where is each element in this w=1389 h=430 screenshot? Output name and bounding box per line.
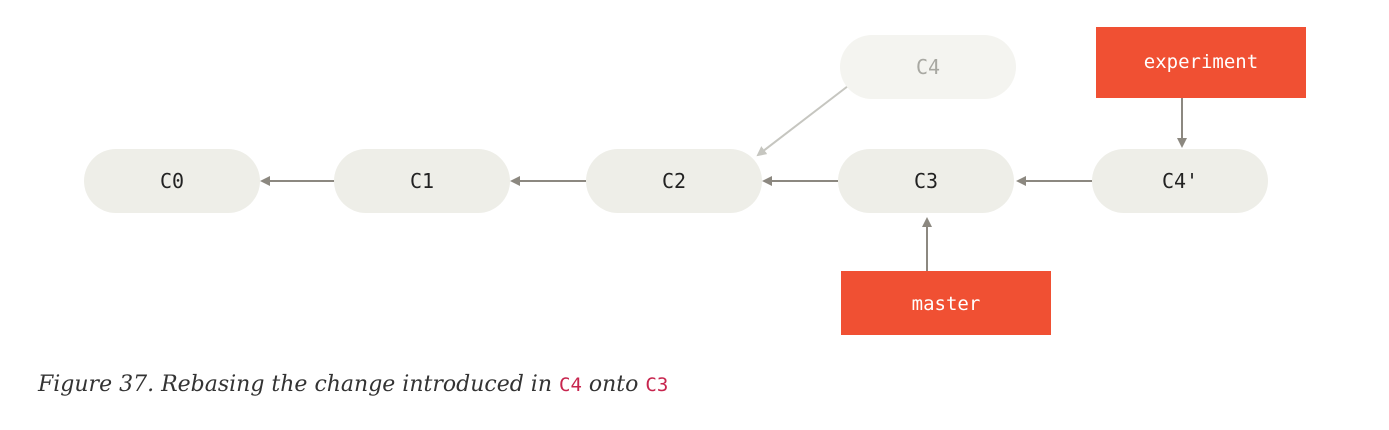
- branch-master: master: [841, 271, 1051, 335]
- commit-label: C1: [410, 169, 434, 193]
- commit-c2: C2: [586, 149, 762, 213]
- commit-node-shape: [1092, 149, 1268, 213]
- commit-node-shape: [84, 149, 260, 213]
- branch-experiment: experiment: [1096, 27, 1306, 98]
- branch-label: master: [912, 293, 981, 315]
- commit-c4prime: C4': [1092, 149, 1268, 213]
- commit-c1: C1: [334, 149, 510, 213]
- commit-node-shape: [334, 149, 510, 213]
- commit-label: C2: [662, 169, 686, 193]
- figure-caption: Figure 37. Rebasing the change introduce…: [38, 372, 668, 397]
- caption-prefix: Figure 37. Rebasing the change introduce…: [38, 372, 559, 397]
- commit-label: C4': [1162, 169, 1198, 193]
- commit-c4-faded: C4: [840, 35, 1016, 99]
- commit-label: C0: [160, 169, 184, 193]
- caption-code-c3: C3: [645, 374, 669, 396]
- commit-c0: C0: [84, 149, 260, 213]
- caption-middle: onto: [581, 372, 646, 397]
- commit-node-shape: [840, 35, 1016, 99]
- branch-label-shape: [841, 271, 1051, 335]
- commit-label: C4: [916, 55, 940, 79]
- commit-label: C3: [914, 169, 938, 193]
- branch-label-shape: [1096, 27, 1306, 98]
- commit-c3: C3: [838, 149, 1014, 213]
- commit-node-shape: [838, 149, 1014, 213]
- caption-code-c4: C4: [559, 374, 582, 396]
- edges: [260, 85, 1187, 271]
- edge-c4-to-c2-faded: [756, 85, 849, 157]
- commit-node-shape: [586, 149, 762, 213]
- branch-label: experiment: [1144, 51, 1258, 73]
- rebase-diagram: C0 C1 C2 C3 C4' C4 experiment master: [84, 27, 1306, 335]
